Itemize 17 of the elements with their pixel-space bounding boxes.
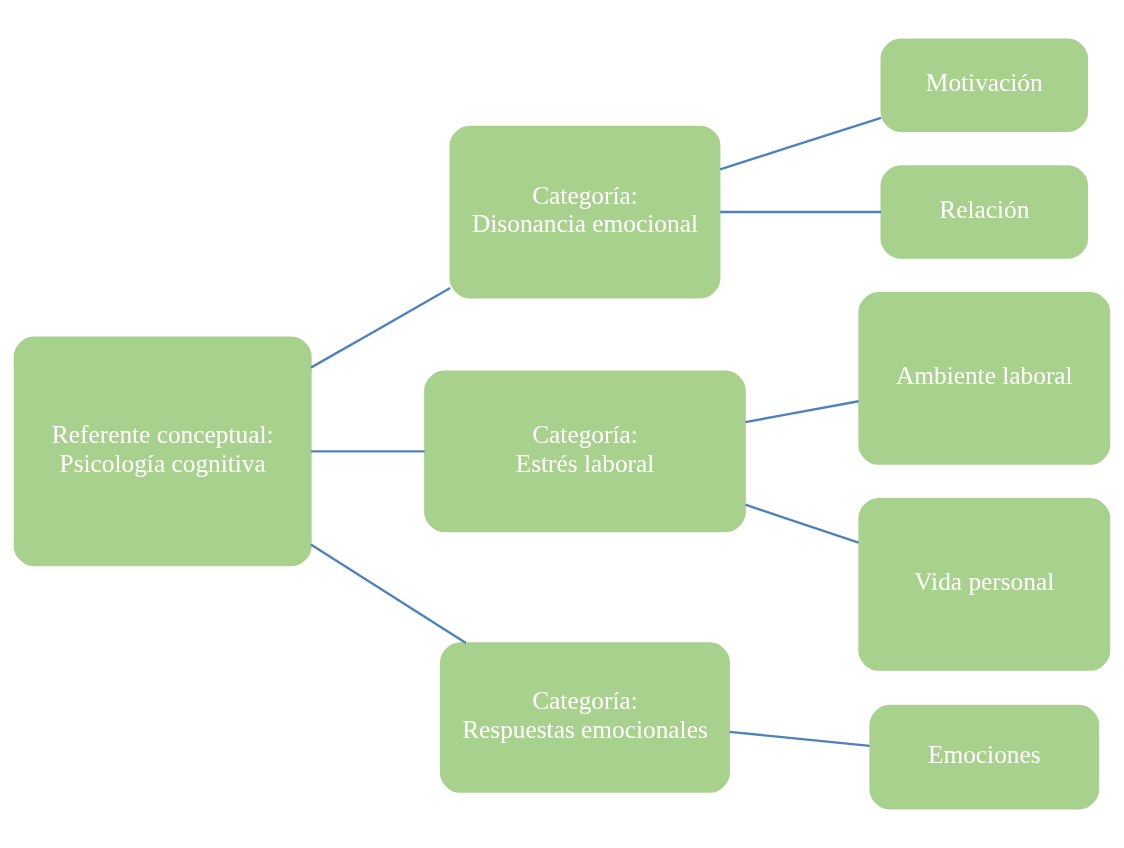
node-box: Emociones <box>869 704 1100 810</box>
node-box: Categoría: Disonancia emocional <box>449 125 721 299</box>
node-box: Referente conceptual: Psicología cognitiva <box>13 336 312 567</box>
connector <box>310 450 425 453</box>
connector <box>719 116 882 171</box>
node-box: Categoría: Respuestas emocionales <box>440 642 730 793</box>
node-box: Categoría: Estrés laboral <box>424 370 746 533</box>
connector <box>720 210 882 214</box>
connector <box>729 730 870 748</box>
connector <box>310 287 451 369</box>
node-box: Vida personal <box>858 498 1111 671</box>
node-box: Motivación <box>880 38 1089 133</box>
connector <box>310 543 467 644</box>
connector <box>745 400 859 424</box>
connector <box>745 503 859 544</box>
node-box: Relación <box>880 165 1089 259</box>
node-box: Ambiente laboral <box>858 292 1111 465</box>
